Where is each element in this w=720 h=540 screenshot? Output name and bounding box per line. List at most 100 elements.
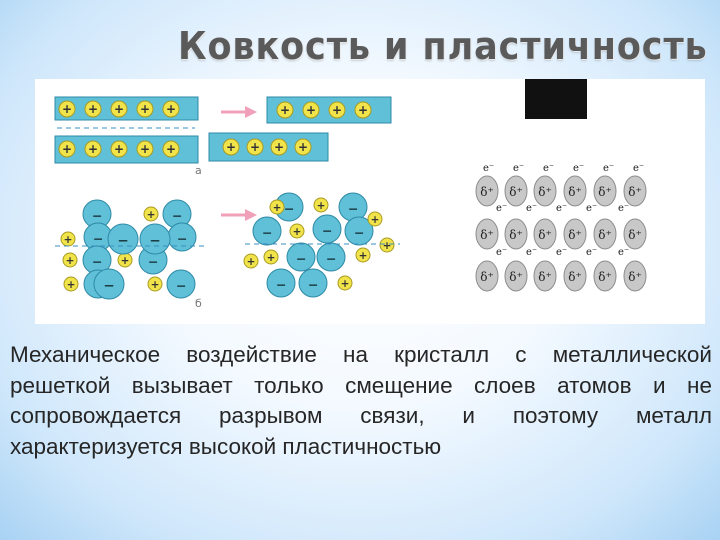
anion-sign: −	[348, 201, 359, 216]
metal-atom	[623, 218, 647, 250]
cation-sign: +	[140, 142, 150, 156]
cation-ion	[136, 100, 154, 118]
electron-label: e⁻	[633, 163, 644, 174]
metal-atom	[563, 260, 587, 292]
cation-sign: +	[247, 256, 256, 268]
cation-ion	[302, 101, 320, 119]
anion-sign: −	[296, 251, 307, 266]
electron-label: e⁻	[513, 163, 524, 174]
cation-sign: +	[62, 102, 72, 116]
electron-label: e⁻	[586, 247, 597, 258]
cation-sign: +	[67, 279, 76, 291]
cation-ion	[289, 223, 305, 239]
cation-sign: +	[64, 234, 73, 246]
anion-sign: −	[176, 278, 187, 293]
electron-label: e⁻	[483, 163, 494, 174]
cation-ion	[355, 247, 371, 263]
body-line-1: Механическое воздействие на кристалл с м…	[10, 342, 712, 367]
panel-label-b: б	[195, 297, 202, 310]
anion-sign: −	[117, 233, 128, 249]
cation-ion	[136, 140, 154, 158]
electron-label: e⁻	[526, 247, 537, 258]
cation-ion	[354, 101, 372, 119]
anion-ion	[266, 268, 296, 298]
cation-ion	[58, 140, 76, 158]
delta-plus-label: δ⁺	[480, 185, 494, 199]
electron-label: e⁻	[618, 247, 629, 258]
body-text: Механическое воздействие на кристалл с м…	[10, 340, 712, 462]
metal-atom	[475, 260, 499, 292]
cation-ion	[63, 276, 79, 292]
delta-plus-label: δ⁺	[628, 185, 642, 199]
electron-label: e⁻	[543, 163, 554, 174]
body-line-2: решеткой вызывает только смещение слоев …	[10, 372, 712, 398]
delta-plus-label: δ⁺	[480, 228, 494, 242]
cation-ion	[337, 275, 353, 291]
metal-atom	[533, 218, 557, 250]
cation-sign: +	[147, 209, 156, 221]
slide-title: Ковкость и пластичность	[178, 24, 708, 68]
cation-ion	[328, 101, 346, 119]
cation-ion	[222, 138, 240, 156]
electron-label: e⁻	[603, 163, 614, 174]
electron-label: e⁻	[556, 203, 567, 214]
cation-ion	[147, 276, 163, 292]
electron-label: e⁻	[496, 247, 507, 258]
anion-ion	[312, 214, 342, 244]
metal-atom	[593, 175, 617, 207]
cation-sign: +	[66, 255, 75, 267]
cation-ion	[276, 101, 294, 119]
delta-plus-label: δ⁺	[480, 270, 494, 284]
cation-sign: +	[88, 142, 98, 156]
cation-sign: +	[298, 140, 308, 154]
cation-sign: +	[317, 200, 326, 212]
anion-ion	[93, 268, 125, 300]
anion-sign: −	[93, 231, 104, 246]
cation-ion	[162, 100, 180, 118]
cation-ion	[379, 237, 395, 253]
metal-atom	[563, 218, 587, 250]
delta-plus-label: δ⁺	[568, 228, 582, 242]
cation-sign: +	[341, 278, 350, 290]
metal-atom	[593, 260, 617, 292]
anion-sign: −	[149, 233, 160, 249]
cation-ion	[84, 140, 102, 158]
cation-ion	[110, 100, 128, 118]
cation-ion	[270, 138, 288, 156]
delta-plus-label: δ⁺	[598, 270, 612, 284]
electron-label: e⁻	[526, 203, 537, 214]
delta-plus-label: δ⁺	[538, 270, 552, 284]
delta-plus-label: δ⁺	[598, 228, 612, 242]
electron-label: e⁻	[573, 163, 584, 174]
anion-ion	[344, 216, 374, 246]
cation-sign: +	[250, 140, 260, 154]
black-box	[525, 79, 587, 119]
cation-ion	[243, 253, 259, 269]
cation-sign: +	[267, 252, 276, 264]
shift-arrow-head	[245, 209, 257, 221]
metal-atom	[504, 218, 528, 250]
delta-plus-label: δ⁺	[509, 185, 523, 199]
delta-plus-label: δ⁺	[568, 270, 582, 284]
cation-sign: +	[166, 142, 176, 156]
anion-ion	[166, 269, 196, 299]
cation-sign: +	[114, 102, 124, 116]
anion-ion	[252, 216, 282, 246]
cation-ion	[62, 252, 78, 268]
cation-sign: +	[151, 279, 160, 291]
anion-sign: −	[92, 208, 103, 223]
anion-sign: −	[354, 225, 365, 240]
anion-sign: −	[326, 251, 337, 266]
metal-atom	[593, 218, 617, 250]
body-line-4: характеризуется высокой пластичностью	[10, 433, 442, 459]
anion-sign: −	[308, 277, 319, 292]
delta-plus-label: δ⁺	[568, 185, 582, 199]
cation-sign: +	[293, 226, 302, 238]
cation-sign: +	[166, 102, 176, 116]
delta-plus-label: δ⁺	[628, 228, 642, 242]
cation-ion	[162, 140, 180, 158]
delta-plus-label: δ⁺	[509, 270, 523, 284]
cation-ion	[269, 199, 285, 215]
metal-atom	[475, 175, 499, 207]
shift-arrow-head	[245, 106, 257, 118]
